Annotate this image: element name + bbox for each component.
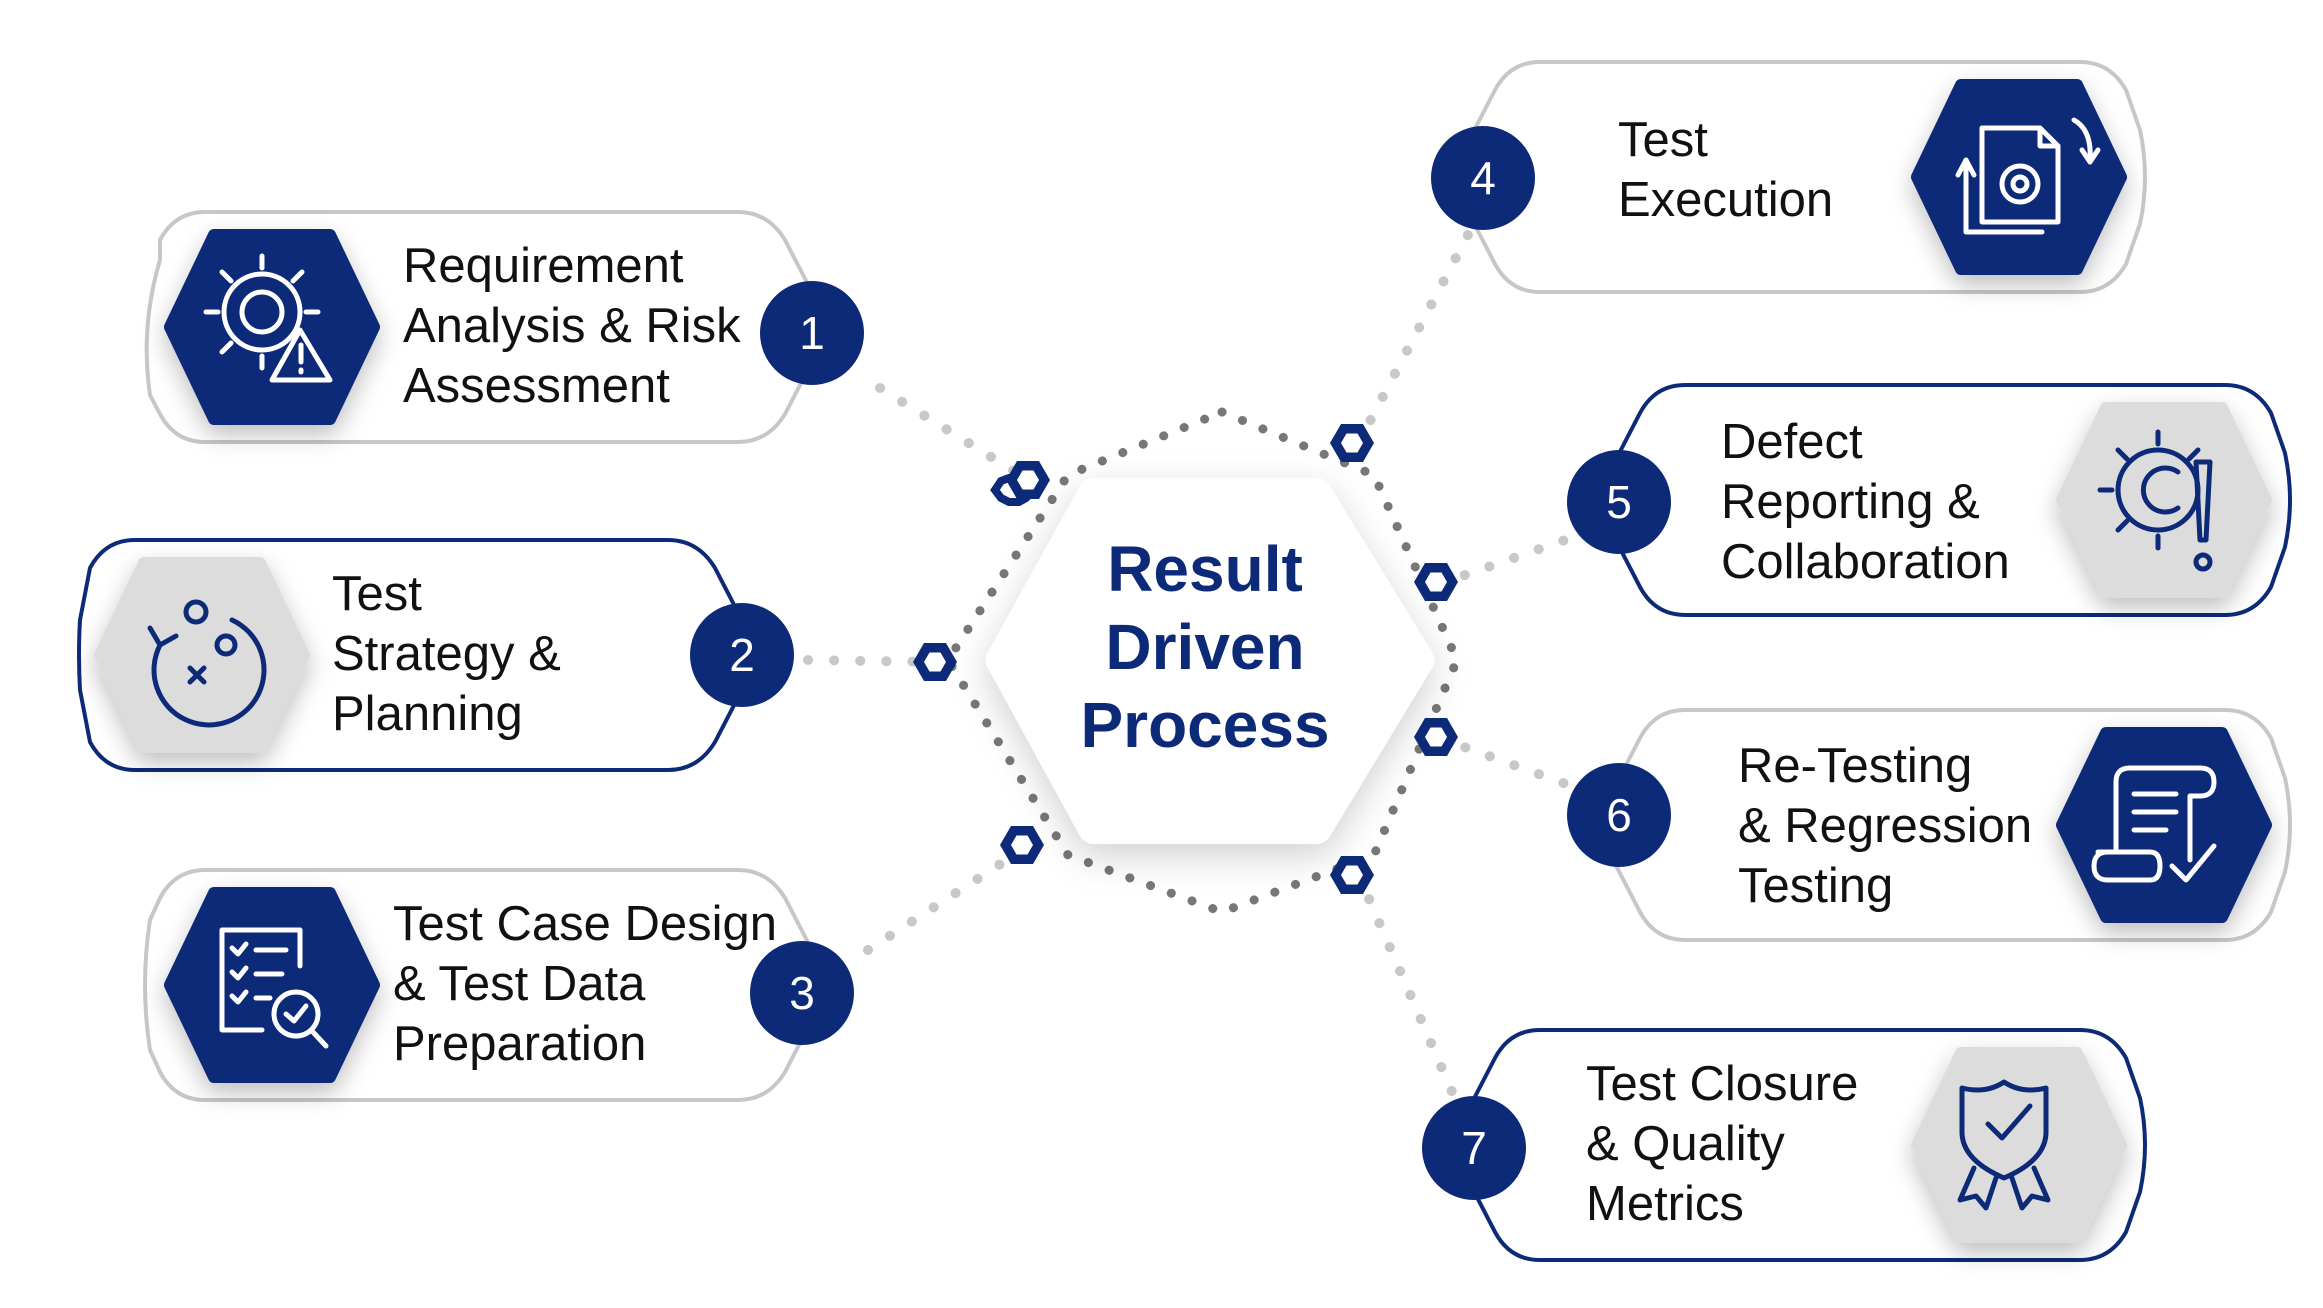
- step-7-line-3: Metrics: [1586, 1177, 1744, 1231]
- connector-4: [1355, 207, 1485, 445]
- connector-7: [1355, 873, 1467, 1120]
- connector-3: [863, 843, 1030, 955]
- ring-hex-nodes: [913, 424, 1458, 894]
- step-number-1: 1: [799, 307, 825, 359]
- step-number-2: 2: [729, 629, 755, 681]
- step-6-line-1: Re-Testing: [1738, 739, 1973, 793]
- center-title-line-3: Process: [1080, 689, 1330, 761]
- icon-hex-2: [94, 557, 310, 753]
- step-4-line-1: Test: [1618, 113, 1708, 167]
- step-number-3: 3: [789, 967, 815, 1019]
- step-1-line-1: Requirement: [403, 239, 684, 293]
- ring-node-g: [1330, 856, 1374, 894]
- step-2-line-1: Test: [332, 567, 422, 621]
- step-card-3: [143, 868, 854, 1102]
- step-label-7: Test Closure & Quality Metrics: [1586, 1054, 1858, 1234]
- step-badge-1: [760, 281, 864, 385]
- step-7-line-2: & Quality: [1586, 1117, 1785, 1171]
- step-badge-5: [1567, 450, 1671, 554]
- step-6-line-2: & Regression: [1738, 799, 2033, 853]
- step-3-line-2: & Test Data: [393, 957, 646, 1011]
- center-title-line-1: Result: [1107, 533, 1303, 605]
- step-7-line-1: Test Closure: [1586, 1057, 1859, 1111]
- gear-warning-icon: [203, 253, 333, 383]
- step-label-2: Test Strategy & Planning: [332, 564, 561, 744]
- center-ring: [943, 407, 1462, 917]
- ring-node-c: [913, 643, 957, 681]
- connector-1: [875, 383, 1030, 483]
- step-number-4: 4: [1470, 152, 1496, 204]
- step-label-4: Test Execution: [1618, 110, 1833, 230]
- step-card-5: [1567, 383, 2292, 617]
- step-number-5: 5: [1606, 476, 1632, 528]
- step-badge-2: [690, 603, 794, 707]
- step-card-7: [1422, 1028, 2147, 1262]
- step-3-line-1: Test Case Design: [393, 897, 778, 951]
- connector-6: [1440, 735, 1593, 797]
- ring-node-d: [1414, 563, 1458, 601]
- step-card-4: [1431, 60, 2147, 294]
- step-badge-4: [1431, 126, 1535, 230]
- step-5-line-3: Collaboration: [1721, 535, 2010, 589]
- shield-badge-icon: [1957, 1079, 2051, 1211]
- step-badge-7: [1422, 1096, 1526, 1200]
- step-3-line-3: Preparation: [393, 1017, 647, 1071]
- gear-alert-icon: [2097, 429, 2213, 572]
- checklist-search-icon: [219, 927, 329, 1049]
- step-badge-3: [750, 941, 854, 1045]
- step-badge-6: [1567, 763, 1671, 867]
- icon-hex-5: [2056, 402, 2272, 598]
- step-2-line-2: Strategy &: [332, 627, 561, 681]
- scroll-check-icon: [2091, 765, 2217, 883]
- ring-node-a: [1006, 461, 1050, 499]
- step-2-line-3: Planning: [332, 687, 523, 741]
- ring-node-f: [1000, 826, 1044, 864]
- step-label-1: Requirement Analysis & Risk Assessment: [403, 236, 741, 416]
- center-title: Result Driven Process: [1005, 530, 1405, 764]
- badge-numbers: 1 2 3 4 5 6 7: [729, 152, 1632, 1174]
- icon-hex-3: [164, 887, 380, 1083]
- step-1-line-3: Assessment: [403, 359, 670, 413]
- ring-node-e: [1414, 718, 1458, 756]
- step-1-line-2: Analysis & Risk: [403, 299, 741, 353]
- icon-hex-7: [1911, 1047, 2127, 1243]
- step-card-1: [144, 210, 864, 444]
- connector-5: [1440, 527, 1593, 587]
- step-label-5: Defect Reporting & Collaboration: [1721, 412, 2010, 592]
- ring-node-b: [1330, 424, 1374, 462]
- step-5-line-1: Defect: [1721, 415, 1863, 469]
- step-card-6: [1567, 708, 2292, 942]
- center-hexagon: [985, 478, 1435, 844]
- step-card-2: [77, 538, 794, 772]
- step-label-3: Test Case Design & Test Data Preparation: [393, 894, 777, 1074]
- icon-hex-6: [2056, 727, 2272, 923]
- strategy-play-icon: [147, 599, 267, 728]
- step-5-line-2: Reporting &: [1721, 475, 1980, 529]
- step-number-7: 7: [1461, 1122, 1487, 1174]
- step-6-line-3: Testing: [1738, 859, 1894, 913]
- document-gear-cycle-icon: [1955, 117, 2101, 235]
- step-4-line-2: Execution: [1618, 173, 1834, 227]
- center-title-line-2: Driven: [1105, 611, 1305, 683]
- step-number-6: 6: [1606, 789, 1632, 841]
- step-label-6: Re-Testing & Regression Testing: [1738, 736, 2032, 916]
